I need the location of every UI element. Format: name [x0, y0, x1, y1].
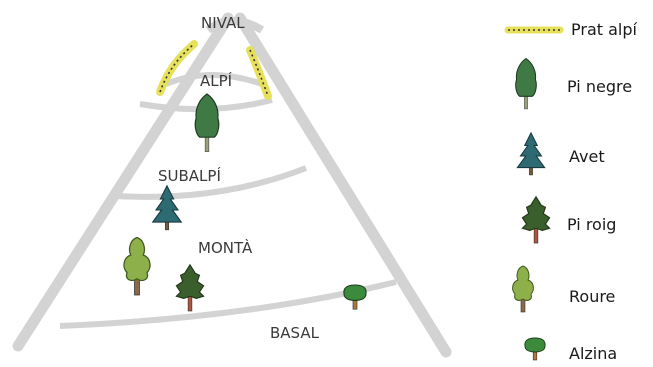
legend-label: Pi negre [567, 77, 632, 96]
legend-item-roure: Roure [512, 265, 615, 313]
avet-icon [516, 132, 546, 176]
legend: Prat alpí Pi negre Avet Pi roig Roure Al… [504, 20, 638, 363]
pi-roig-icon [521, 196, 551, 244]
pi-roig-tree-icon [175, 264, 205, 312]
mountain-outline [12, 12, 452, 358]
zone-label-nival: NIVAL [201, 14, 245, 32]
pi-negre-icon [515, 57, 537, 110]
zone-label-basal: BASAL [270, 324, 320, 342]
alzina-tree-icon [343, 284, 367, 310]
boundary-nival-alpi [164, 72, 263, 87]
boundary-subalpi-monta [115, 165, 308, 200]
legend-item-prat-alpi: Prat alpí [504, 20, 638, 39]
legend-label: Roure [569, 287, 615, 306]
legend-item-pi-negre: Pi negre [515, 57, 632, 110]
alpine-grass-bands [156, 40, 272, 100]
roure-tree-icon [123, 236, 151, 296]
legend-label: Alzina [569, 344, 617, 363]
legend-label: Pi roig [567, 215, 616, 234]
legend-item-alzina: Alzina [524, 337, 617, 363]
pi-negre-tree-icon [194, 93, 220, 153]
roure-icon [512, 265, 534, 313]
zone-label-monta: MONTÀ [198, 238, 253, 257]
zone-label-alpi: ALPÍ [200, 71, 232, 90]
avet-tree-icon [152, 185, 182, 231]
legend-item-pi-roig: Pi roig [521, 196, 616, 244]
legend-item-avet: Avet [516, 132, 605, 176]
legend-label: Avet [569, 147, 605, 166]
alzina-icon [524, 337, 546, 361]
zone-label-subalpi: SUBALPÍ [158, 166, 221, 185]
legend-label: Prat alpí [571, 20, 638, 39]
